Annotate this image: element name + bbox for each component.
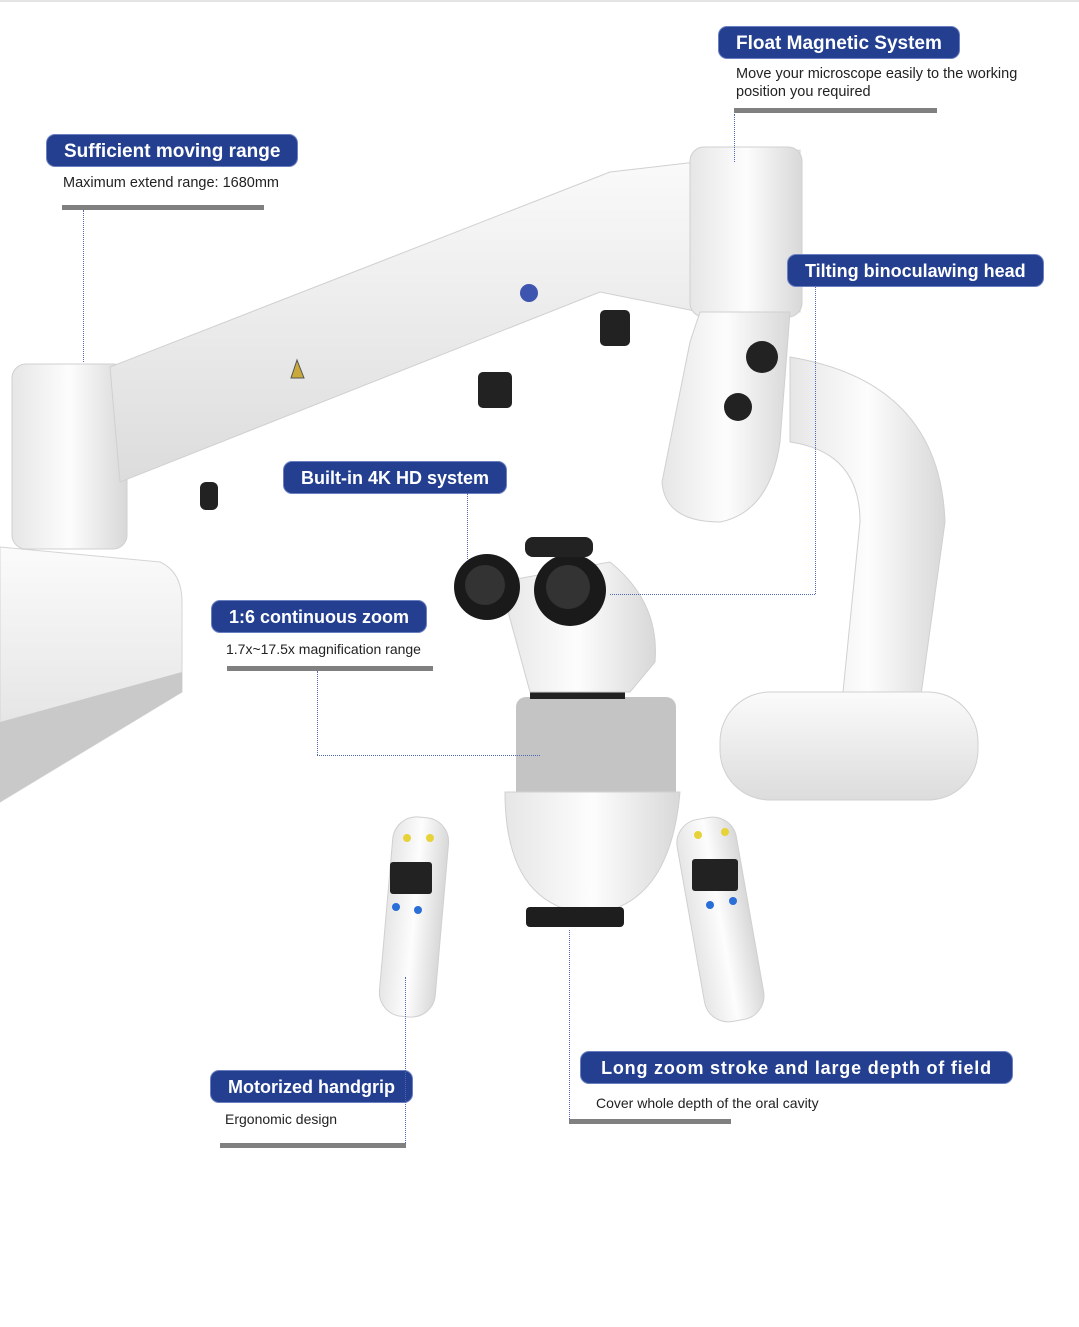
optics-housing: [504, 791, 681, 915]
handgrip-left-buttons: [390, 862, 432, 894]
base-column-shade: [0, 672, 182, 802]
eyepiece-right-lens: [546, 565, 590, 609]
yellow-button-icon: [403, 834, 411, 842]
feature-desc-continuous-zoom: 1.7x~17.5x magnification range: [226, 641, 421, 657]
feature-title-4k-system: Built-in 4K HD system: [283, 461, 508, 494]
leader-line: [317, 671, 318, 755]
yellow-button-icon: [721, 828, 729, 836]
yellow-button-icon: [426, 834, 434, 842]
divider-bar: [227, 666, 433, 671]
leader-line: [734, 114, 735, 162]
handgrip-right: [676, 816, 765, 1023]
feature-desc-float-magnetic: Move your microscope easily to the worki…: [736, 66, 1018, 100]
leader-line: [405, 977, 406, 1143]
blue-button-icon: [729, 897, 737, 905]
divider-bar: [569, 1119, 731, 1124]
arm-knob: [478, 372, 512, 408]
brand-logo-icon: [520, 284, 538, 302]
divider-bar: [62, 205, 264, 210]
blue-button-icon: [392, 903, 400, 911]
leader-line: [610, 594, 815, 595]
camera-port: [525, 537, 593, 557]
feature-title-float-magnetic: Float Magnetic System: [718, 26, 960, 59]
feature-title-continuous-zoom: 1:6 continuous zoom: [211, 600, 427, 633]
leader-line: [467, 493, 468, 561]
divider-bar: [220, 1143, 406, 1148]
yellow-button-icon: [694, 831, 702, 839]
leader-line: [815, 287, 816, 594]
divider-bar: [734, 108, 937, 113]
c-arm-pivot: [719, 691, 979, 801]
objective-lens: [526, 907, 624, 927]
arm-knob: [600, 310, 630, 346]
arm-knob: [200, 482, 218, 510]
leader-line: [317, 755, 540, 756]
feature-title-handgrip: Motorized handgrip: [210, 1070, 413, 1103]
feature-desc-long-zoom: Cover whole depth of the oral cavity: [596, 1095, 819, 1111]
bracket-knob: [746, 341, 778, 373]
c-arm: [789, 356, 946, 723]
feature-title-moving-range: Sufficient moving range: [46, 134, 299, 167]
warning-triangle-icon: [290, 358, 305, 379]
feature-desc-handgrip: Ergonomic design: [225, 1111, 338, 1127]
bracket-knob: [724, 393, 752, 421]
blue-button-icon: [706, 901, 714, 909]
arm-joint: [11, 363, 128, 550]
zoom-body: [516, 697, 676, 807]
tilting-head-bracket: [661, 311, 791, 523]
feature-title-tilting-head: Tilting binoculawing head: [787, 254, 1044, 287]
feature-title-long-zoom: Long zoom stroke and large depth of fiel…: [580, 1051, 1013, 1084]
handgrip-left: [378, 816, 450, 1018]
eyepiece-left-lens: [465, 565, 505, 605]
leader-line: [83, 210, 84, 362]
handgrip-right-buttons: [692, 859, 738, 891]
magnetic-joint: [689, 146, 803, 318]
blue-button-icon: [414, 906, 422, 914]
leader-line: [569, 930, 570, 1119]
feature-desc-moving-range: Maximum extend range: 1680mm: [63, 175, 279, 191]
